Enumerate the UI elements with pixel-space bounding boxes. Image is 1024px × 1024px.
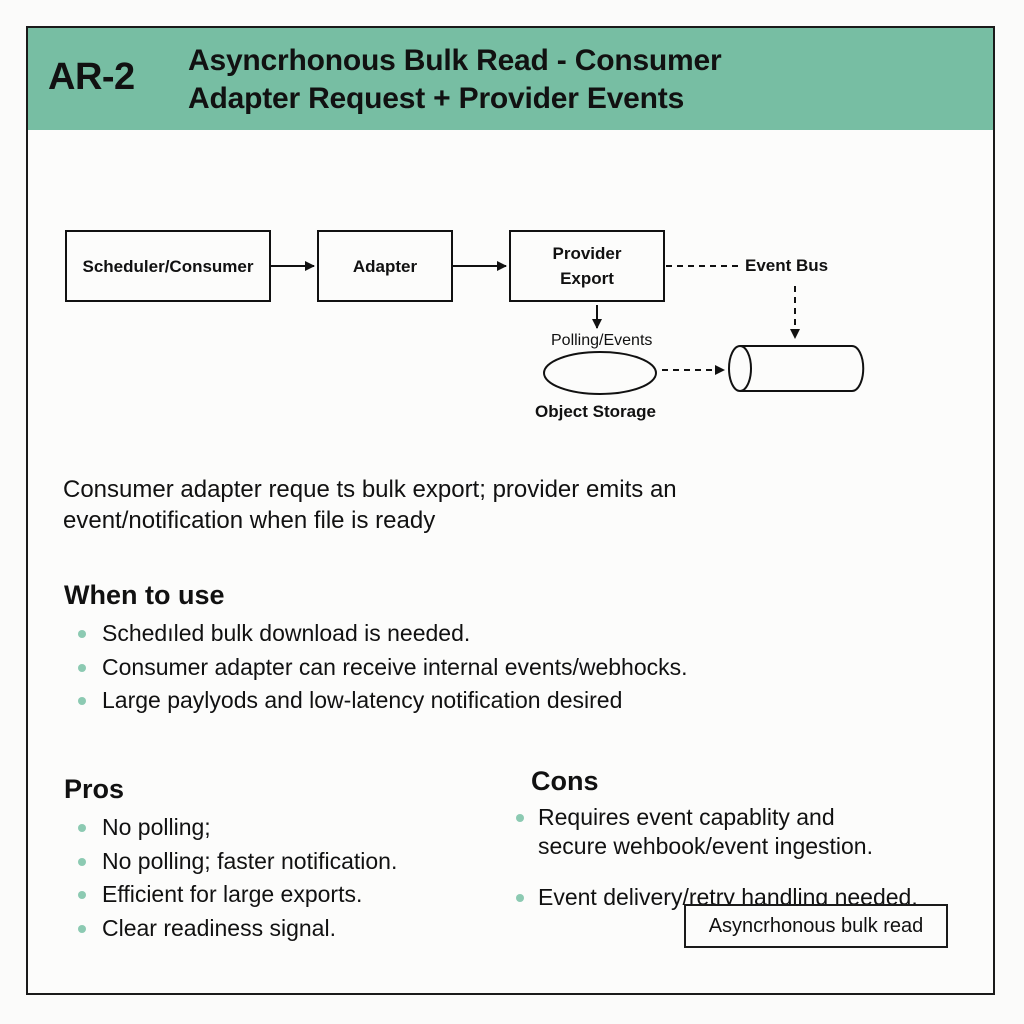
summary-line-1: Consumer adapter reque ts bulk export; p… xyxy=(63,476,677,503)
list-item-text: Large paylyods and low-latency notificat… xyxy=(102,687,623,713)
scheduler-label: Scheduler/Consumer xyxy=(82,257,254,276)
list-item-text: No polling; xyxy=(102,814,211,840)
provider-label: Provider Export xyxy=(510,241,664,291)
list-item: No polling; xyxy=(62,811,397,845)
polling-events-label: Polling/Events xyxy=(551,332,653,349)
list-item-text: Clear readiness signal. xyxy=(102,914,336,941)
page-title: Asyncrhonous Bulk Read - Consumer Adapte… xyxy=(188,42,722,118)
title-line-2: Adapter Request + Provider Events xyxy=(188,82,685,115)
pattern-id: AR-2 xyxy=(48,56,135,98)
when-to-use-heading: When to use xyxy=(64,580,225,610)
adapter-label: Adapter xyxy=(352,257,418,276)
bullet-dot-icon xyxy=(516,894,524,902)
event-bus-label: Event Bus xyxy=(745,256,829,275)
provider-label-line1: Provider xyxy=(552,244,622,263)
list-item: Clear readiness signal. xyxy=(62,912,397,946)
pros-list: No polling; No polling; faster notificat… xyxy=(62,811,397,945)
list-item-text: Efficient for large exports. xyxy=(102,881,363,907)
card-frame: AR-2 Asyncrhonous Bulk Read - Consumer A… xyxy=(26,26,995,995)
bullet-dot-icon xyxy=(78,663,86,672)
list-item: Schedıled bulk download is needed. xyxy=(62,617,688,651)
bullet-dot-icon xyxy=(516,814,524,822)
bullet-dot-icon xyxy=(78,857,86,866)
list-item: Requires event capablity and secure wehb… xyxy=(516,803,918,861)
list-item: Efficient for large exports. xyxy=(62,878,397,912)
list-item-text-cont: secure wehbook/event ingestion. xyxy=(538,833,873,859)
bullet-dot-icon xyxy=(78,697,86,705)
bullet-dot-icon xyxy=(78,630,86,638)
header-banner: AR-2 Asyncrhonous Bulk Read - Consumer A… xyxy=(28,28,993,130)
summary-text: Consumer adapter reque ts bulk export; p… xyxy=(36,446,836,536)
list-item-text: Requires event capablity and xyxy=(538,804,835,830)
bullet-dot-icon xyxy=(78,891,86,899)
list-item-text: No polling; faster notification. xyxy=(102,847,398,874)
cons-list: Requires event capablity and secure wehb… xyxy=(516,803,918,912)
cons-heading: Cons xyxy=(531,766,599,796)
list-item: Large paylyods and low-latency notificat… xyxy=(62,684,688,718)
title-line-1: Asyncrhonous Bulk Read - Consumer xyxy=(188,44,722,77)
object-storage-label: Object Storage xyxy=(535,402,656,421)
list-item-text: Consumer adapter can receive internal ev… xyxy=(102,653,688,680)
bullet-dot-icon xyxy=(78,924,86,933)
pros-heading: Pros xyxy=(64,774,125,804)
bullet-dot-icon xyxy=(78,824,86,832)
pattern-tag: Asyncrhonous bulk read xyxy=(684,904,948,948)
list-item: Consumer adapter can receive internal ev… xyxy=(62,651,688,685)
when-to-use-list: Schedıled bulk download is needed. Consu… xyxy=(62,617,688,718)
provider-label-line2: Export xyxy=(560,269,614,288)
summary-line-2: event/notification when file is ready xyxy=(63,507,436,534)
list-item-text: Schedıled bulk download is needed. xyxy=(102,620,471,646)
list-item: No polling; faster notification. xyxy=(62,845,397,879)
